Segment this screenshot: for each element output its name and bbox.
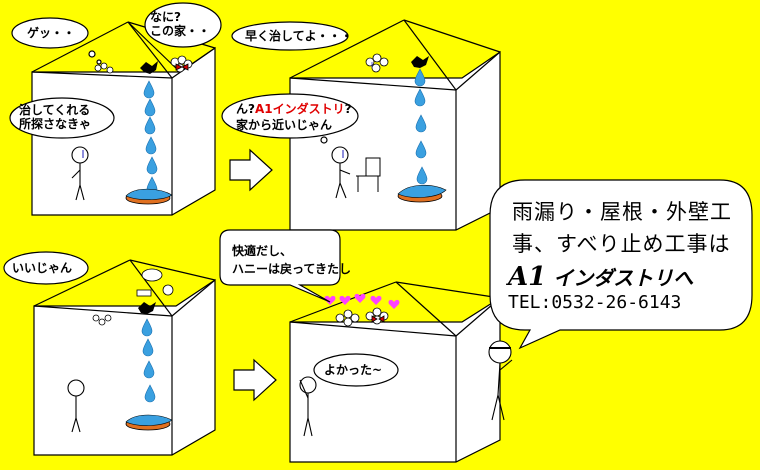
chair-panel-2: [356, 157, 381, 192]
p4-bubble-top-line2: ハニーは戻ってきたし: [232, 262, 352, 276]
ad-company-rest: インダストリへ: [546, 266, 694, 290]
roof-creatures-panel-1: [94, 55, 193, 74]
p3-bubble-iijan: いいじゃん: [12, 261, 73, 275]
person-panel-3: [67, 379, 85, 433]
roof-hole-panel-3: [138, 302, 156, 314]
person-panel-4: [299, 376, 317, 437]
p2-bubble-hayaku: 早く治してよ・・・: [245, 29, 353, 43]
person-panel-1: [71, 146, 89, 201]
p1-bubble-getto: ゲッ・・: [27, 26, 76, 40]
person-panel-2: [331, 146, 351, 199]
bucket-panel-3: [125, 414, 173, 431]
ad-line-2: 事、すべり止め工事は: [512, 232, 731, 256]
speech-bubbles-panel-4: [219, 179, 753, 387]
p1-bubble-person-line2: 所探さなきゃ: [19, 117, 92, 131]
house-panel-1: [31, 21, 216, 216]
roof-creatures-panel-2: [365, 53, 389, 73]
hearts: [324, 293, 400, 309]
ad-line-1: 雨漏り・屋根・外壁工: [512, 200, 732, 224]
p2-bubble-mid-line2: 家から近いじゃん: [236, 118, 333, 132]
ad-company-a1: A1: [508, 262, 547, 292]
p2-bubble-brand: A1インダストリ: [254, 102, 345, 116]
arrow-1: [229, 148, 273, 192]
p1-bubble-konoie: この家・・: [150, 24, 211, 38]
roof-creatures-panel-4: [335, 307, 389, 327]
advertisement-bubble: 雨漏り・屋根・外壁工 事、すべり止め工事は A1 インダストリへ TEL:053…: [490, 178, 752, 328]
speech-bubbles-panel-2: [221, 21, 359, 144]
p1-bubble-nani: なに?: [150, 10, 181, 24]
p4-bubble-top-line1: 快適だし、: [232, 244, 293, 258]
p2-bubble-mid-line1: ん?A1インダストリ?: [236, 102, 352, 116]
house-panel-4: [289, 281, 501, 463]
house-panel-3: [33, 259, 216, 456]
ad-telephone: TEL:0532-26-6143: [508, 292, 682, 313]
bucket-panel-2: [397, 184, 447, 203]
house-panel-2: [289, 19, 501, 231]
roof-hole-panel-2: [411, 56, 429, 68]
p2-bubble-suffix: ?: [344, 102, 352, 116]
speech-bubbles-panel-3: [3, 251, 89, 285]
p4-bubble-yokatta: よかった~: [324, 363, 383, 377]
p2-bubble-prefix: ん?: [236, 102, 255, 116]
roof-hole-panel-1: [140, 61, 158, 74]
roof-workers-panel-3: [92, 268, 174, 326]
bucket-panel-1: [125, 188, 173, 205]
arrow-2: [233, 358, 277, 402]
repairman-outside: [488, 340, 513, 421]
speech-bubbles-panel-1: [9, 2, 222, 139]
p1-bubble-person-line1: 治してくれる: [19, 103, 91, 117]
ad-company-name: A1 インダストリへ: [508, 262, 693, 292]
